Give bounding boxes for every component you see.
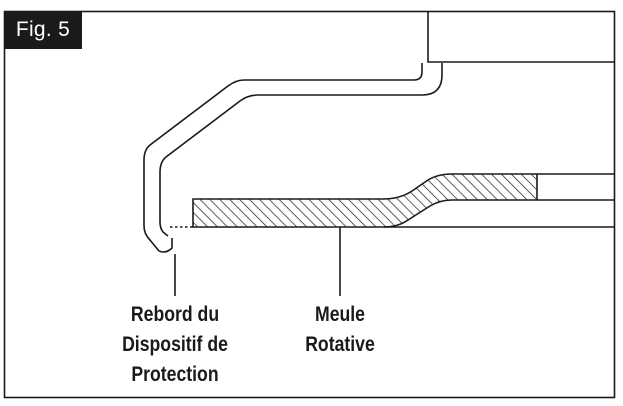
guard-flange-tip	[158, 238, 173, 253]
label-grinding-wheel-line-1: Meule	[314, 303, 365, 326]
figure-number-tag: Fig. 5	[4, 11, 82, 49]
label-grinding-wheel: Meule Rotative	[256, 300, 424, 360]
label-grinding-wheel-line-2: Rotative	[305, 333, 375, 356]
label-guard-flange-line-3: Protection	[131, 363, 219, 386]
guard-inner-wall	[159, 63, 443, 237]
label-guard-flange: Rebord du Dispositif de Protection	[83, 300, 268, 390]
grinding-wheel-section	[192, 173, 538, 228]
guard-outer-wall	[143, 63, 423, 252]
spindle-flange-lines	[384, 173, 615, 228]
label-guard-flange-line-1: Rebord du	[130, 303, 220, 326]
housing-block	[427, 11, 615, 63]
label-guard-flange-line-2: Dispositif de	[122, 333, 228, 356]
figure-frame	[3, 10, 616, 399]
